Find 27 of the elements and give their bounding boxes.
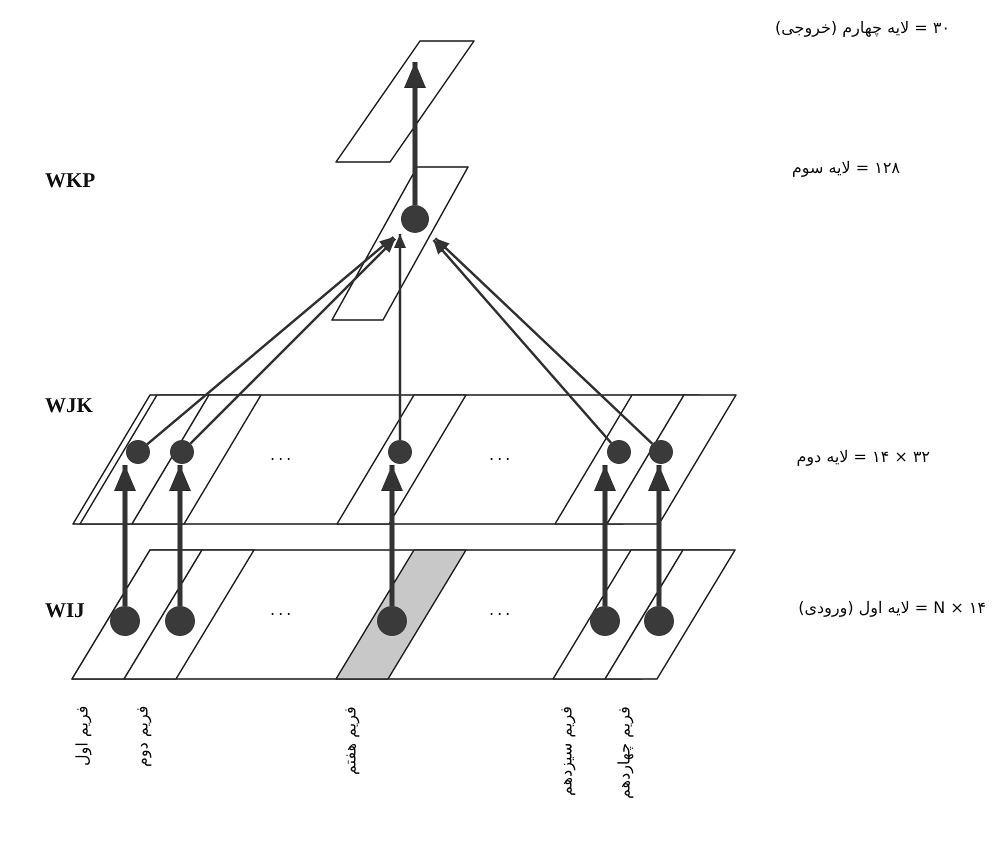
arrow — [394, 234, 406, 440]
layer-description: N × ۱۴ = لایه اول (ورودی) — [798, 598, 986, 617]
arrow — [594, 465, 616, 606]
ellipsis: ... — [489, 600, 514, 619]
weight-label: WJK — [45, 393, 93, 418]
arrow — [114, 465, 136, 606]
frame-label: فریم سیزدهم — [556, 706, 576, 796]
arrow — [190, 238, 396, 444]
weight-label: WIJ — [45, 598, 85, 623]
layer-description: ۳۲ × ۱۴ = لایه دوم — [796, 447, 930, 466]
frame-label: فریم چهاردهم — [614, 706, 634, 799]
output-frame — [335, 40, 475, 163]
ellipsis: ... — [270, 600, 294, 619]
ellipsis: ... — [489, 445, 514, 464]
frame-label: فریم اول — [72, 706, 92, 766]
arrow — [169, 465, 191, 606]
arrow — [434, 237, 654, 445]
weight-label: WKP — [45, 168, 96, 193]
frame-label: فریم هفتم — [340, 706, 360, 775]
ellipsis: ... — [270, 445, 294, 464]
layer-description: ۳۰ = لایه چهارم (خروجی) — [774, 18, 950, 37]
arrow — [648, 465, 670, 606]
arrow — [146, 236, 394, 446]
arrow — [432, 239, 612, 444]
layer-description: ۱۲۸ = لایه سوم — [792, 158, 900, 177]
frame-label: فریم دوم — [132, 706, 152, 767]
arrow — [404, 62, 426, 205]
